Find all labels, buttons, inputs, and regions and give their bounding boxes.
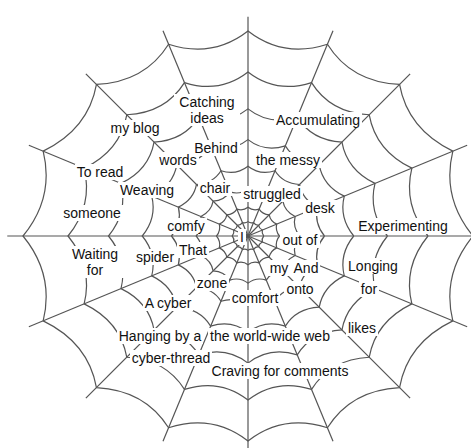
web-word: Behind: [192, 140, 240, 156]
web-word: comfort: [230, 290, 281, 306]
web-word: out of: [280, 232, 319, 248]
web-word: Longing: [346, 258, 400, 274]
web-ring: [172, 166, 325, 305]
web-spoke: [248, 236, 467, 327]
web-word: likes: [346, 320, 378, 336]
web-word: zone: [195, 275, 229, 291]
web-word: Accumulating: [274, 112, 362, 128]
web-ring: [68, 72, 428, 400]
web-word: Hanging by a: [117, 328, 204, 344]
web-word: And: [292, 260, 321, 276]
web-word: That: [177, 242, 209, 258]
web-word: struggled: [241, 186, 303, 202]
web-word: Catching ideas: [174, 94, 240, 126]
web-ring: [217, 207, 280, 264]
web-word: the world-wide web: [208, 328, 332, 344]
web-word: Craving for comments: [210, 363, 351, 379]
web-word: someone: [61, 205, 123, 221]
web-word: my: [268, 260, 291, 276]
web-spoke: [29, 236, 248, 327]
web-word: my blog: [108, 120, 161, 136]
web-word: Experimenting: [356, 218, 450, 234]
web-word: comfy: [165, 218, 206, 234]
web-word: Waiting for: [64, 246, 126, 278]
web-ring: [109, 109, 388, 363]
web-ring: [23, 31, 471, 441]
web-spoke: [7, 235, 248, 236]
web-word: the messy: [254, 152, 322, 168]
web-ring: [142, 140, 354, 333]
web-spoke: [163, 31, 248, 236]
web-word: I: [238, 229, 246, 245]
web-spoke: [248, 74, 410, 236]
web-word: spider: [134, 249, 176, 265]
web-word: Weaving: [118, 182, 176, 198]
web-ring: [232, 222, 264, 251]
web-word: onto: [284, 281, 315, 297]
web-word: To read: [75, 164, 126, 180]
web-spoke: [247, 17, 248, 236]
web-word: for: [359, 281, 379, 297]
web-word: chair: [198, 180, 232, 196]
web-word: desk: [303, 200, 337, 216]
web-word: cyber-thread: [130, 350, 213, 366]
web-word: A cyber: [143, 295, 194, 311]
web-spoke: [29, 145, 248, 236]
